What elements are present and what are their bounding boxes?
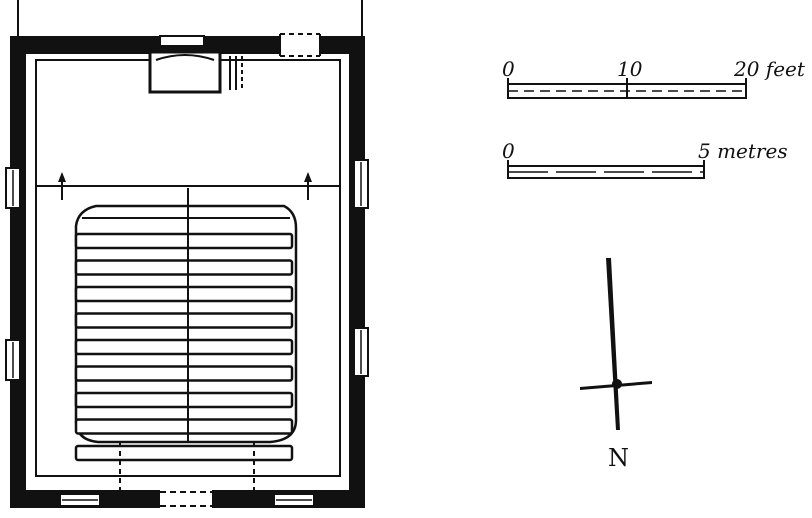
interior <box>35 50 341 490</box>
right-windows <box>353 159 369 377</box>
top-window <box>159 35 205 47</box>
pew-row <box>74 338 294 356</box>
pew-row <box>74 391 294 409</box>
pew-row <box>74 312 294 329</box>
scale-metres-end-label: 5 metres <box>698 139 788 163</box>
top-doorway <box>279 33 321 57</box>
scale-feet-end-label: 20 feet <box>733 57 806 81</box>
pew-row <box>74 232 294 250</box>
scale-bar-metres: 0 5 metres <box>502 139 788 179</box>
pew-row <box>74 365 294 382</box>
chancel-rail <box>36 172 340 200</box>
north-label: N <box>608 444 629 472</box>
aisle-lines <box>119 442 255 490</box>
pew-row <box>74 444 294 462</box>
pew-row <box>74 259 294 276</box>
pew-row <box>74 418 294 435</box>
scale-metres-start-label: 0 <box>502 139 515 163</box>
pews-block <box>74 188 298 462</box>
north-arrow: N <box>580 258 652 472</box>
altar-table <box>148 50 243 94</box>
scale-feet-mid-label: 10 <box>617 57 643 81</box>
bottom-openings <box>59 490 315 508</box>
scale-feet-start-label: 0 <box>502 57 515 81</box>
scale-bar-feet: 0 10 20 feet <box>502 57 806 99</box>
pew-row <box>74 285 294 303</box>
left-windows <box>5 167 21 381</box>
